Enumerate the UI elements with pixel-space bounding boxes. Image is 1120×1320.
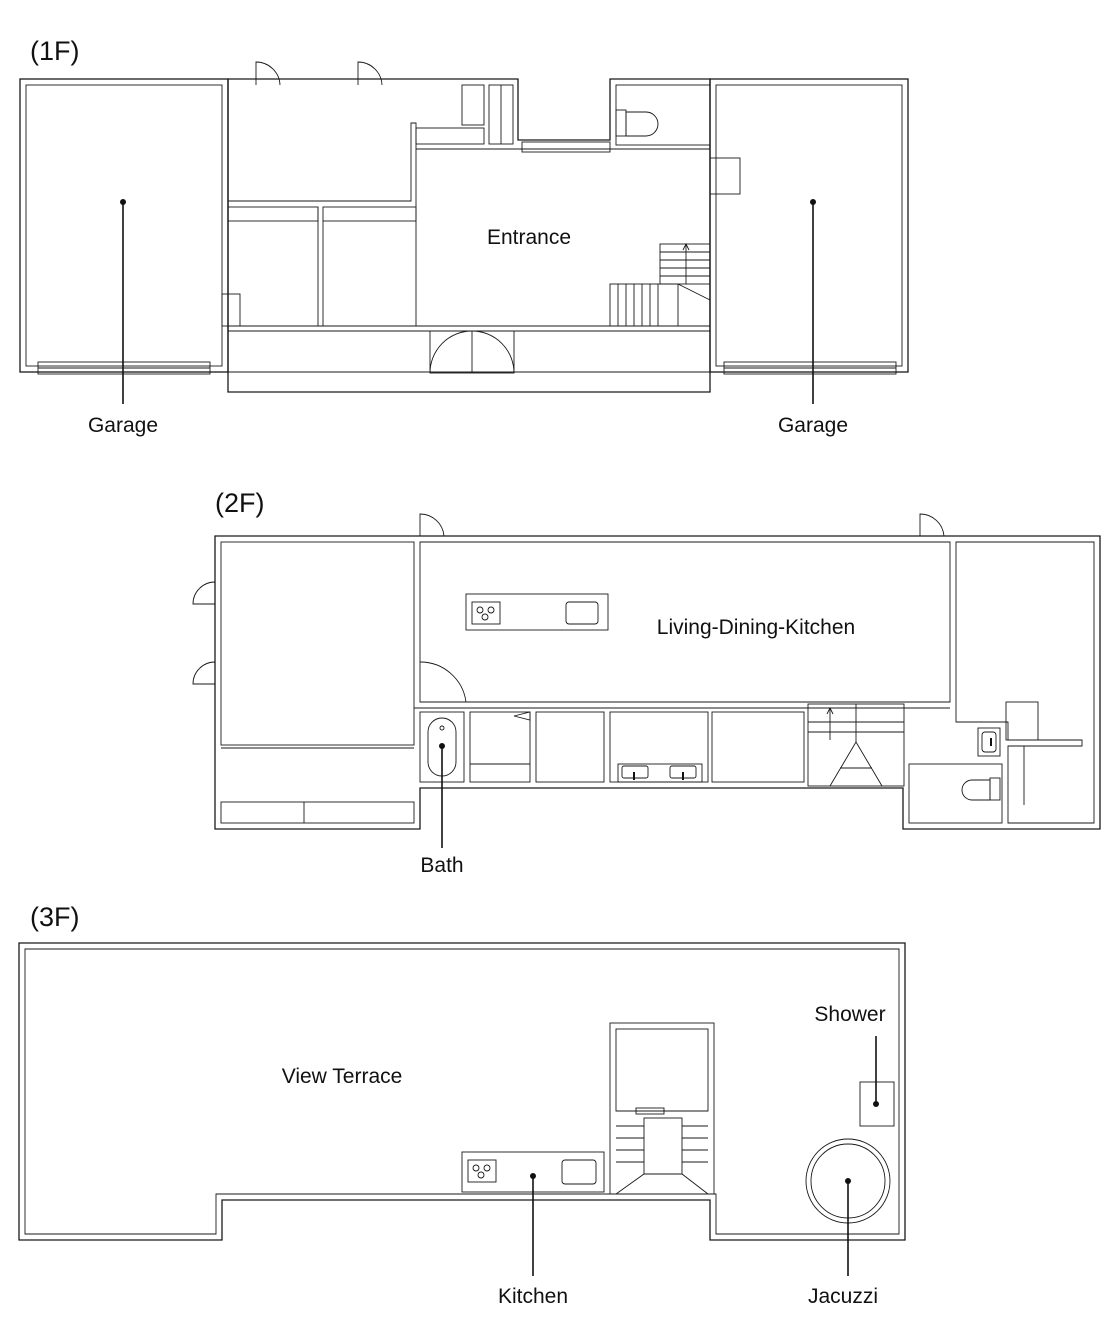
shower-box bbox=[859, 1081, 895, 1127]
garage-left bbox=[19, 78, 229, 375]
jacuzzi-label: Jacuzzi bbox=[808, 1285, 878, 1308]
toilet-room-1f bbox=[615, 84, 741, 195]
kitchen-label: Kitchen bbox=[498, 1285, 568, 1308]
shower-label: Shower bbox=[814, 1003, 885, 1026]
floor-2-label: (2F) bbox=[215, 488, 265, 518]
garage-left-label-group: Garage bbox=[88, 199, 158, 437]
ldk-area bbox=[419, 513, 951, 703]
floor-1: (1F) bbox=[19, 36, 909, 437]
garage-left-label: Garage bbox=[88, 414, 158, 437]
shower-label-group: Shower bbox=[814, 1003, 886, 1107]
ldk-label: Living-Dining-Kitchen bbox=[657, 616, 855, 639]
terrace-label: View Terrace bbox=[282, 1065, 403, 1088]
floor-1-label: (1F) bbox=[30, 36, 80, 66]
entrance-block bbox=[221, 61, 711, 393]
bath-label-group: Bath bbox=[420, 743, 464, 877]
garage-right bbox=[709, 78, 909, 375]
right-wing-2f bbox=[908, 541, 1095, 824]
bath-label: Bath bbox=[420, 854, 463, 877]
service-strip bbox=[414, 703, 950, 787]
floor-3-label: (3F) bbox=[30, 902, 80, 932]
garage-right-label: Garage bbox=[778, 414, 848, 437]
stair-core-3f bbox=[609, 1022, 715, 1195]
jacuzzi-label-group: Jacuzzi bbox=[808, 1178, 878, 1308]
floor-3: (3F) bbox=[18, 902, 906, 1308]
entrance-label: Entrance bbox=[487, 226, 571, 249]
kitchen-label-group: Kitchen bbox=[498, 1173, 568, 1308]
garage-right-label-group: Garage bbox=[778, 199, 848, 437]
floor-2: (2F) bbox=[192, 488, 1101, 877]
